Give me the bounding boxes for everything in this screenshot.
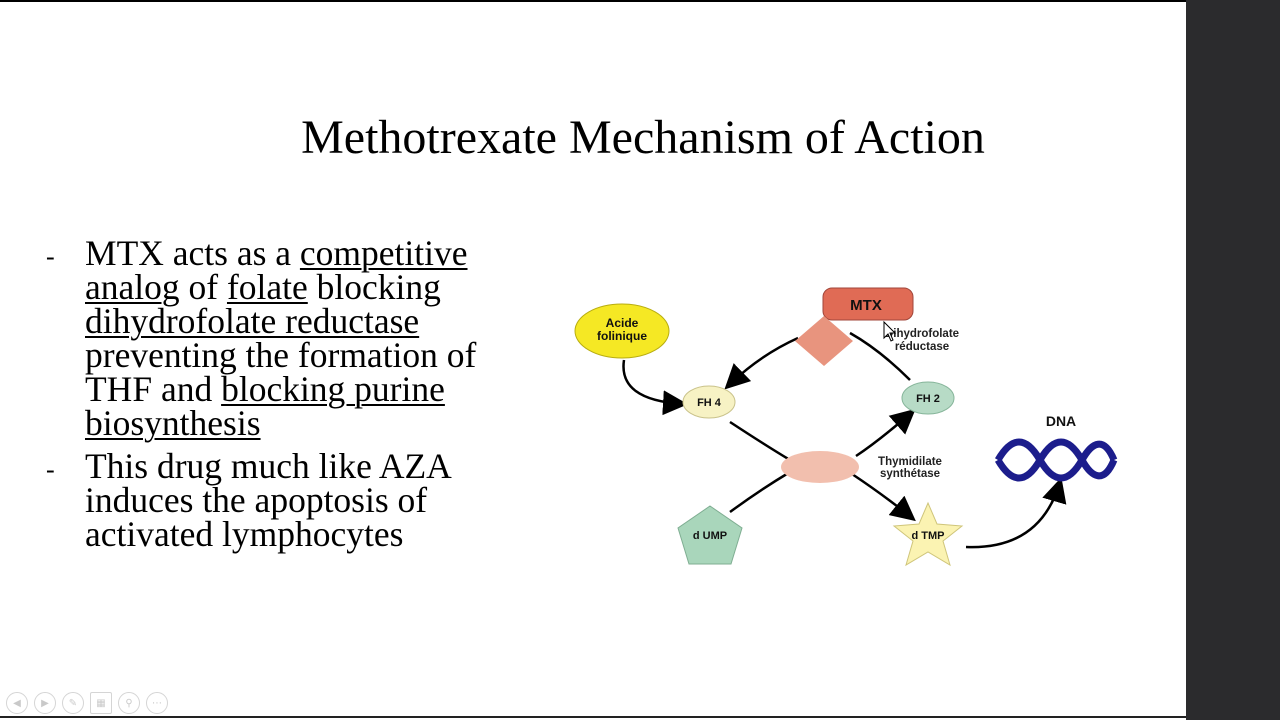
acide-folinique-node bbox=[574, 303, 670, 359]
more-icon[interactable]: ⋯ bbox=[146, 692, 168, 714]
ts-label-2: synthétase bbox=[880, 468, 940, 480]
acide-label-2: folinique bbox=[597, 329, 647, 343]
pen-icon[interactable]: ✎ bbox=[62, 692, 84, 714]
ts-ellipse bbox=[781, 451, 859, 483]
ts-label-1: Thymidilate bbox=[878, 456, 942, 468]
slide-title: Methotrexate Mechanism of Action bbox=[301, 111, 985, 164]
dump-label: d UMP bbox=[693, 530, 727, 542]
dhfr-label-2: réductase bbox=[895, 341, 949, 353]
bullet-marker: - bbox=[46, 455, 55, 484]
dtmp-star bbox=[892, 501, 964, 567]
bottom-border bbox=[0, 716, 1186, 718]
arrow-enzyme-to-fh4 bbox=[724, 336, 799, 390]
prev-icon[interactable]: ◀ bbox=[6, 692, 28, 714]
fh2-node bbox=[901, 381, 955, 415]
mechanism-diagram: MTX Dihydrofolate réductase Acide folini… bbox=[574, 287, 1118, 567]
line-fh2-to-enzyme bbox=[849, 331, 911, 381]
slides-icon[interactable]: ▦ bbox=[90, 692, 112, 714]
line-fh4-to-ts bbox=[729, 420, 791, 462]
top-border bbox=[0, 0, 1186, 2]
arrow-ts-to-fh2 bbox=[855, 408, 916, 458]
bullet-item-1: - MTX acts as a competitive analog of fo… bbox=[42, 233, 542, 443]
fh4-label: FH 4 bbox=[697, 397, 722, 409]
bullet-text: MTX acts as a competitive analog of fola… bbox=[85, 233, 477, 443]
arrow-dtmp-to-dna bbox=[965, 477, 1067, 549]
presentation-toolbar: ◀ ▶ ✎ ▦ ⚲ ⋯ bbox=[6, 692, 168, 714]
bullet-text: This drug much like AZA induces the apop… bbox=[85, 446, 450, 554]
bullet-list: - MTX acts as a competitive analog of fo… bbox=[42, 233, 542, 554]
next-icon[interactable]: ▶ bbox=[34, 692, 56, 714]
side-panel bbox=[1186, 0, 1280, 720]
line-dump-to-ts bbox=[729, 470, 791, 514]
mtx-box bbox=[822, 287, 914, 321]
arrow-acide-to-fh4 bbox=[622, 359, 688, 416]
bullet-marker: - bbox=[46, 242, 55, 271]
mouse-cursor-icon bbox=[883, 320, 897, 342]
fh4-node bbox=[682, 385, 736, 419]
zoom-icon[interactable]: ⚲ bbox=[118, 692, 140, 714]
bullet-item-2: - This drug much like AZA induces the ap… bbox=[42, 446, 542, 554]
dtmp-label: d TMP bbox=[912, 530, 945, 542]
mtx-label: MTX bbox=[850, 297, 882, 314]
dna-helix-icon bbox=[994, 438, 1118, 482]
fh2-label: FH 2 bbox=[916, 393, 940, 405]
dhfr-label-1: Dihydrofolate bbox=[885, 328, 959, 340]
dump-pentagon bbox=[677, 505, 743, 565]
arrow-ts-to-dtmp bbox=[851, 472, 916, 522]
dna-label: DNA bbox=[1046, 413, 1076, 429]
acide-label-1: Acide bbox=[606, 316, 639, 330]
dhfr-diamond bbox=[795, 316, 853, 366]
